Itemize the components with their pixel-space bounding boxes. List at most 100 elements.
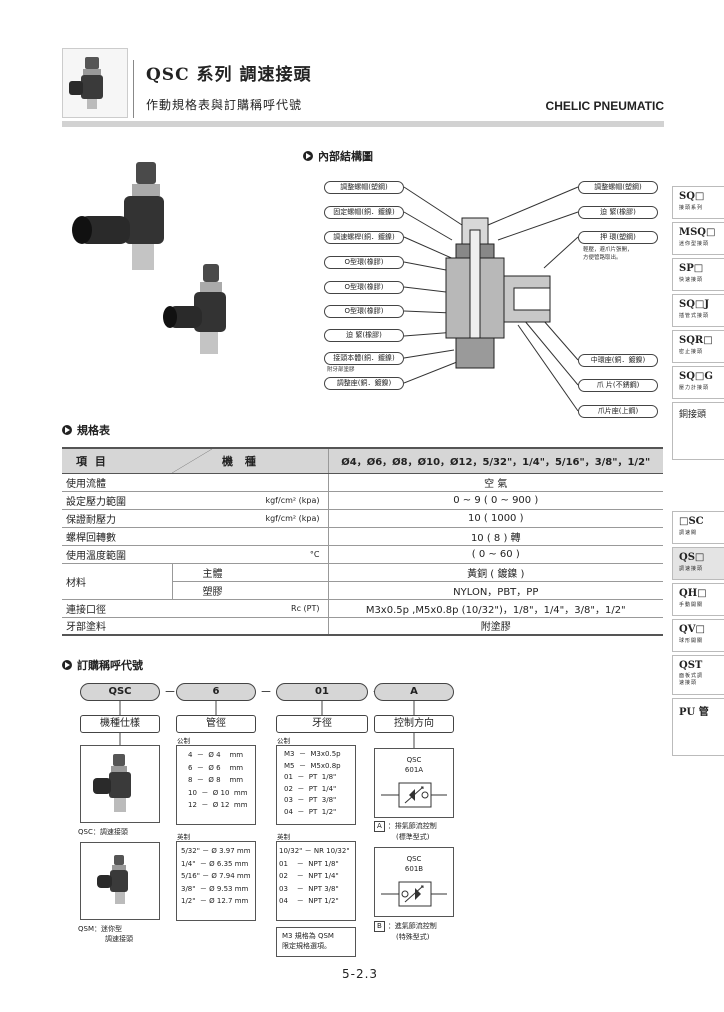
side-tab-qs[interactable]: QS□調速接頭 [672, 547, 724, 580]
side-tab-qh[interactable]: QH□手動開關 [672, 583, 724, 616]
model-qsc-caption: QSC：調速接頭 [78, 828, 128, 836]
header-rule [62, 121, 664, 127]
tube-option: 8 － Ø 8 mm [188, 776, 244, 785]
code-pill-control: A [374, 683, 454, 701]
spec-row-pressure: 設定壓力範圍 kgf/cm² (kpa) 0 ~ 9 ( 0 ~ 900 ) [62, 491, 663, 510]
tab-code: SP□ [679, 263, 704, 274]
caption-line-1: QSM：迷你型 [78, 925, 122, 933]
thread-note-box [276, 927, 356, 957]
thread-inch-list: 10/32" － NR 10/32"01 － NPT 1/8"02 － NPT … [279, 845, 350, 908]
tab-desc: 手動開關 [679, 602, 704, 608]
photo-nut-1 [132, 184, 160, 196]
photo-port-2 [168, 306, 202, 328]
side-tab-sp[interactable]: SP□ 快速接頭 [672, 258, 724, 291]
side-tab-pu[interactable]: PU 管 [672, 698, 724, 756]
spec-item: 設定壓力範圍 [62, 491, 172, 510]
tab-code: QV□ [679, 624, 705, 635]
side-tab-brass[interactable]: 銅接頭 [672, 402, 724, 460]
spec-row-port: 連接口徑 Rc (PT) M3x0.5p ,M5x0.8p (10/32")，1… [62, 599, 663, 618]
thread-option: M3 － M3x0.5p [284, 750, 341, 758]
code-dash: － [260, 685, 273, 699]
photo-body-1 [124, 196, 164, 244]
leader-line [517, 324, 579, 412]
part-label-oring-1: O型環(橡膠) [324, 256, 404, 269]
side-tab-sq[interactable]: SQ□ 接頭系列 [672, 186, 724, 219]
thread-option: 03 － PT 3/8" [284, 796, 337, 804]
valve-code: 601B [404, 865, 424, 873]
tube-option: 6 － Ø 6 mm [188, 763, 244, 772]
spec-unit [172, 473, 328, 492]
thread-option: 10/32" － NR 10/32" [279, 847, 350, 855]
spec-unit [172, 527, 328, 546]
side-tab-msq[interactable]: MSQ□迷你型接頭 [672, 222, 724, 255]
spec-item: 牙部塗料 [62, 617, 172, 636]
tab-code: SQR□ [679, 335, 713, 346]
tube-option: 12 － Ø 12 mm [188, 801, 248, 810]
col-head-tube: 管徑 [176, 715, 256, 733]
spec-value: M3x0.5p ,M5x0.8p (10/32")，1/8"，1/4"，3/8"… [327, 599, 663, 618]
code-pill-model: QSC [80, 683, 160, 701]
valve-a-box: QSC 601A [374, 748, 454, 818]
note-line-1: M3 規格為 QSM [282, 932, 334, 940]
section-body [445, 217, 551, 369]
spec-item: 材料 [62, 563, 172, 600]
page-subtitle: 作動規格表與訂購稱呼代號 [146, 98, 303, 112]
spec-item: 螺桿回轉數 [62, 527, 172, 546]
spec-head-sizes: Ø4，Ø6，Ø8，Ø10，Ø12，5/32"，1/4"，5/16"，3/8"，1… [327, 447, 663, 474]
spec-value: NYLON，PBT，PP [327, 581, 663, 600]
tab-desc: 快速接頭 [679, 277, 704, 283]
section-bullet-icon [303, 151, 313, 161]
thread-option: 02 － NPT 1/4" [279, 872, 339, 881]
side-tab-sqr[interactable]: SQR□密止接頭 [672, 330, 724, 363]
photo-knob-2 [203, 264, 219, 282]
part-label-adjust-cap: 調整螺帽(塑鋼) [324, 181, 404, 194]
connector-group [119, 701, 415, 748]
leader-line [403, 211, 453, 241]
valve-b-box: QSC 601B [374, 847, 454, 917]
order-title-text: 訂購稱呼代號 [77, 659, 143, 672]
tab-code: QS□ [679, 552, 705, 563]
tab-desc: 球形開關 [679, 638, 704, 644]
side-tab-qv[interactable]: QV□ 球形開關 [672, 619, 724, 652]
tab-desc: 接頭系列 [679, 205, 704, 211]
tab-code: QST [679, 660, 703, 671]
spec-row-material-body: 材料 主體 黃銅 ( 鍍鎳 ) [62, 563, 663, 600]
thread-option: 04 － PT 1/2" [284, 807, 337, 816]
photo-knob-1 [136, 162, 156, 184]
col-head-control: 控制方向 [374, 715, 454, 733]
tab-code: SQ□ [679, 191, 705, 202]
control-a-caption: A：排氣節流控制(標準型式) [374, 821, 437, 842]
spec-head-kind: 機 種 [172, 447, 328, 474]
leader-line [403, 310, 453, 314]
leader-line [403, 261, 447, 271]
tube-metric-box [176, 745, 256, 825]
model-qsm-image [80, 842, 160, 920]
part-note-thread-coat: 附牙部塗膠 [327, 367, 355, 373]
tube-option: 1/2" － Ø 12.7 mm [181, 897, 249, 906]
order-section-title: 訂購稱呼代號 [62, 657, 143, 673]
photo-port-1 [78, 216, 130, 244]
tab-code: PU 管 [679, 707, 709, 718]
code-pill-tube: 6 [176, 683, 256, 701]
spec-value: 10 ( 8 ) 轉 [327, 527, 663, 546]
spec-unit [172, 617, 328, 636]
spec-value: 10 ( 1000 ) [327, 509, 663, 528]
spec-row-fluid: 使用流體 空 氣 [62, 473, 663, 492]
spec-value: 黃銅 ( 鍍鎳 ) [327, 563, 663, 582]
tab-code: 銅接頭 [679, 410, 707, 420]
part-label-packing-right: 迫 緊(橡膠) [578, 206, 658, 219]
tab-desc: 迷你型接頭 [679, 241, 710, 247]
thread-inch-box [276, 841, 356, 921]
spec-material-sub: 主體 [171, 563, 328, 582]
spec-unit: Rc (PT) [172, 599, 328, 618]
leader-line [403, 186, 463, 226]
photo-port-ring-2 [163, 306, 177, 328]
